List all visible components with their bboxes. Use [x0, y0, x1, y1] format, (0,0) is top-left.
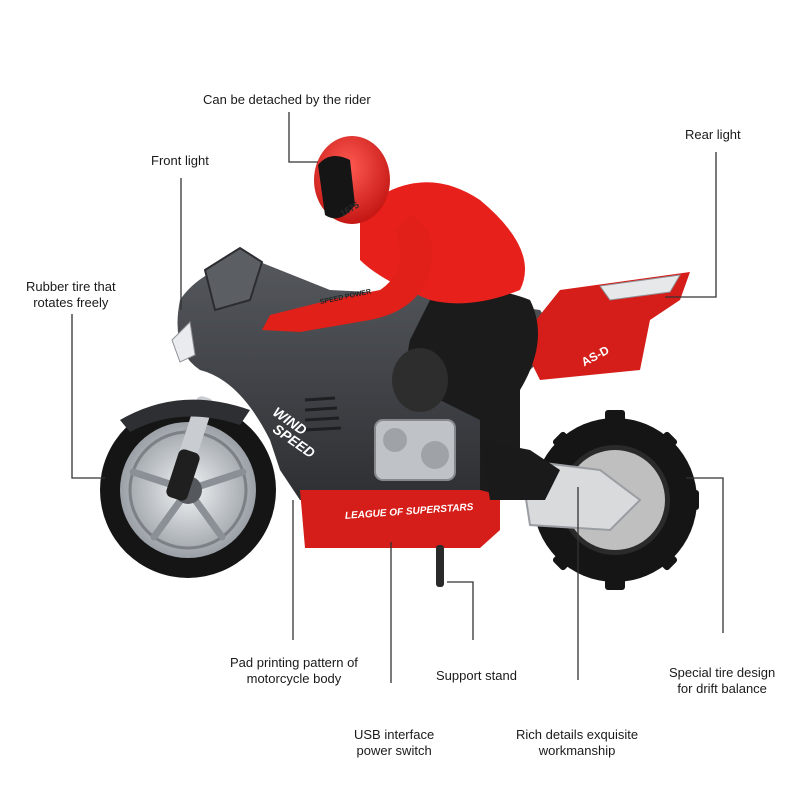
label-front-light-text: Front light	[151, 153, 209, 168]
label-rubber-tire-line1: Rubber tire that	[26, 279, 116, 294]
callout-lines	[71, 112, 724, 683]
label-support-stand: Support stand	[436, 668, 517, 684]
label-detachable-rider-text: Can be detached by the rider	[203, 92, 371, 107]
label-rubber-tire: Rubber tire that rotates freely	[26, 279, 116, 311]
label-support-stand-text: Support stand	[436, 668, 517, 683]
tail-section	[520, 272, 690, 380]
front-light	[171, 320, 196, 363]
label-special-tire-line1: Special tire design	[669, 665, 776, 680]
label-special-tire: Special tire design for drift balance	[669, 665, 775, 697]
label-rear-light: Rear light	[685, 127, 741, 143]
rider: SPEED POWER 1675	[262, 136, 560, 500]
label-rubber-tire-line2: rotates freely	[33, 295, 109, 310]
label-detachable-rider: Can be detached by the rider	[203, 92, 371, 108]
label-usb-line1: USB interface	[354, 727, 435, 742]
engine	[374, 419, 456, 481]
front-fender	[120, 399, 250, 432]
label-pad-printing: Pad printing pattern of motorcycle body	[230, 655, 358, 687]
label-special-tire-line2: for drift balance	[677, 681, 767, 696]
label-pad-printing-line1: Pad printing pattern of	[230, 655, 358, 670]
label-rear-light-text: Rear light	[685, 127, 741, 142]
windscreen	[203, 246, 264, 312]
label-rich-details-line1: Rich details exquisite	[516, 727, 639, 742]
rear-light	[599, 274, 681, 301]
helmet-visor	[318, 156, 355, 219]
front-fork	[166, 396, 214, 501]
support-stand	[436, 545, 444, 587]
label-usb-interface: USB interface power switch	[354, 727, 434, 759]
label-pad-printing-line2: motorcycle body	[246, 671, 342, 686]
lower-fairing	[300, 490, 500, 548]
rider-leg	[408, 290, 538, 495]
label-rich-details: Rich details exquisite workmanship	[516, 727, 638, 759]
label-usb-line2: power switch	[356, 743, 432, 758]
label-rich-details-line2: workmanship	[538, 743, 616, 758]
rider-boot	[480, 440, 560, 500]
side-vents	[304, 396, 342, 432]
label-front-light: Front light	[151, 153, 209, 169]
rider-arm	[262, 215, 433, 332]
